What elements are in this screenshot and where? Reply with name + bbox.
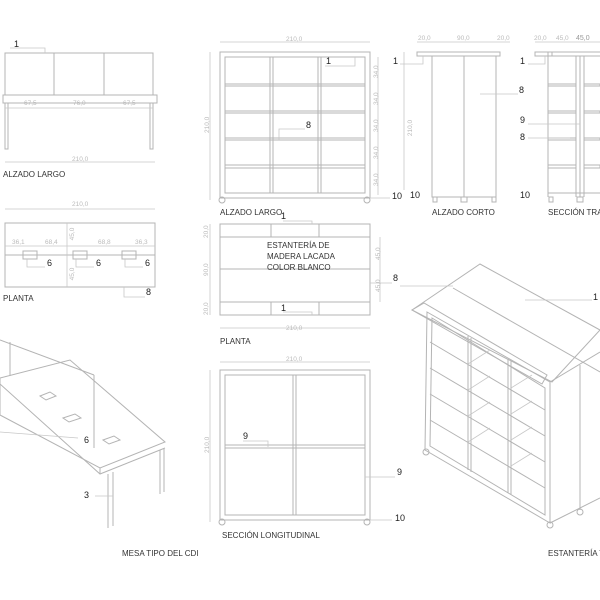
dim-label: 34,0 [373, 146, 380, 159]
estanteria-seccion-longitudinal: 210,0 210,0 9 9 10 SECCIÓN LONGITUDINAL [204, 356, 405, 540]
view-title: PLANTA [220, 337, 251, 346]
callout-9: 9 [243, 431, 248, 441]
estanteria-seccion-transversal: 20,0 45,0 45,0 1 9 8 10 SECCIÓN TRANSV [520, 35, 600, 217]
callout-1: 1 [326, 56, 331, 66]
dim-label: 67,5 [24, 100, 37, 107]
callout-8: 8 [520, 132, 525, 142]
mesa-isometric: 6 3 MESA TIPO DEL CDI [0, 339, 198, 558]
dim-label: 45,0 [69, 267, 76, 280]
callout-10: 10 [520, 190, 530, 200]
dim-label: 45,0 [556, 35, 569, 42]
callout-3: 3 [84, 490, 89, 500]
dim-label: 36,3 [135, 239, 148, 246]
dim-label: 45,0 [375, 279, 382, 292]
callout-9: 9 [397, 467, 402, 477]
dim-label: 45,0 [375, 247, 382, 260]
callout-8: 8 [519, 85, 524, 95]
dim-label: 20,0 [534, 35, 547, 42]
dim-label: 210,0 [72, 201, 89, 208]
dim-label: 210,0 [286, 36, 303, 43]
callout-1: 1 [281, 303, 286, 313]
dim-label: 90,0 [457, 35, 470, 42]
dim-label: 34,0 [373, 119, 380, 132]
callout-8: 8 [306, 120, 311, 130]
dim-label: 45,0 [576, 35, 590, 42]
material-note: MADERA LACADA [267, 252, 336, 261]
callout-6: 6 [47, 258, 52, 268]
view-title: PLANTA [3, 294, 34, 303]
dim-label: 210,0 [72, 156, 89, 163]
dim-label: 34,0 [373, 173, 380, 186]
callout-10: 10 [392, 191, 402, 201]
estanteria-planta: 20,0 90,0 20,0 45,0 45,0 210,0 ESTANTERÍ… [203, 211, 398, 346]
dim-label: 20,0 [497, 35, 510, 42]
callout-1: 1 [593, 292, 598, 302]
callout-6: 6 [84, 435, 89, 445]
callout-8: 8 [393, 273, 398, 283]
view-title: SECCIÓN LONGITUDINAL [222, 531, 320, 540]
estanteria-alzado-corto: 20,0 90,0 20,0 210,0 1 8 10 ALZADO CORTO [393, 35, 524, 217]
dim-label: 68,4 [45, 239, 58, 246]
callout-10: 10 [395, 513, 405, 523]
callout-6: 6 [96, 258, 101, 268]
mesa-planta: 210,0 36,1 68,4 68,8 36,3 45,0 45,0 6 6 … [3, 201, 156, 303]
callout-6: 6 [145, 258, 150, 268]
view-title: ALZADO CORTO [432, 208, 495, 217]
dim-label: 76,0 [73, 100, 86, 107]
dim-label: 20,0 [203, 302, 210, 315]
view-title: ALZADO LARGO [3, 170, 65, 179]
view-title: MESA TIPO DEL CDI [122, 549, 198, 558]
dim-label: 36,1 [12, 239, 25, 246]
material-note: COLOR BLANCO [267, 263, 331, 272]
dim-label: 210,0 [286, 356, 303, 363]
callout-10: 10 [410, 190, 420, 200]
material-note: ESTANTERÍA DE [267, 241, 330, 250]
estanteria-isometric: 1 ESTANTERÍA TIPO [400, 263, 600, 558]
callout-1: 1 [14, 39, 19, 49]
dim-label: 210,0 [407, 119, 414, 136]
view-title: ESTANTERÍA TIPO [548, 549, 600, 558]
dim-label: 20,0 [418, 35, 431, 42]
dim-label: 20,0 [203, 225, 210, 238]
callout-8: 8 [146, 287, 151, 297]
dim-label: 34,0 [373, 92, 380, 105]
dim-label: 67,5 [123, 100, 136, 107]
dim-label: 210,0 [286, 325, 303, 332]
dim-label: 210,0 [204, 436, 211, 453]
callout-1: 1 [393, 56, 398, 66]
callout-1: 1 [281, 211, 286, 221]
callout-9: 9 [520, 115, 525, 125]
dim-label: 34,0 [373, 65, 380, 78]
estanteria-alzado-largo: 210,0 210,0 34,0 34,0 34,0 34,0 34,0 1 8… [204, 36, 402, 217]
callout-1: 1 [520, 56, 525, 66]
view-title: SECCIÓN TRANSV [548, 208, 600, 217]
dim-label: 90,0 [203, 263, 210, 276]
dim-label: 210,0 [204, 116, 211, 133]
view-title: ALZADO LARGO [220, 208, 282, 217]
dim-label: 68,8 [98, 239, 111, 246]
mesa-alzado-largo: 1 67,5 76,0 67,5 210,0 ALZADO LARGO [2, 39, 158, 179]
dim-label: 45,0 [69, 227, 76, 240]
